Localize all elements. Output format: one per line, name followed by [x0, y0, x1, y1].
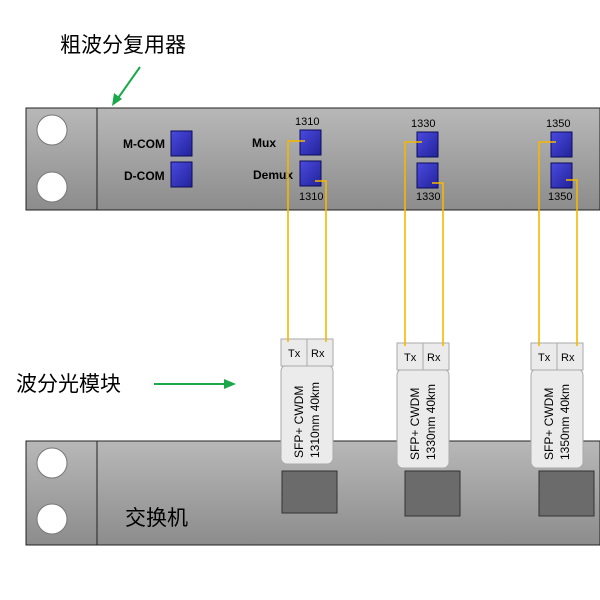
sfp-1330-rx-label: Rx	[427, 352, 441, 364]
sfp-module-1310[interactable]: Tx Rx SFP+ CWDM 1310nm 40km	[280, 338, 338, 514]
sfp-1310-switch-port	[281, 470, 338, 514]
mux-chassis	[25, 107, 600, 211]
sfp-1310-line2: 1310nm 40km	[308, 382, 322, 458]
sfp-1330-switch-port	[404, 470, 461, 517]
sfp-1330-line1: SFP+ CWDM	[408, 388, 422, 460]
mux-device-label: 粗波分复用器	[60, 33, 186, 57]
sfp-1330-line2: 1330nm 40km	[424, 384, 438, 460]
mcom-port[interactable]	[170, 130, 193, 157]
mux-mounting-hole-top	[36, 114, 68, 146]
sfp-1330-tx-label: Tx	[404, 352, 417, 364]
channel-1310-demux-port[interactable]	[299, 160, 322, 187]
channel-1330-bottom-label: 1330	[416, 191, 440, 203]
channel-1330-mux-port[interactable]	[416, 131, 439, 158]
channel-1310-bottom-label: 1310	[299, 191, 323, 203]
channel-1330-demux-port[interactable]	[416, 162, 439, 189]
mux-arrow	[112, 66, 141, 106]
dcom-label: D-COM	[124, 169, 165, 183]
fiber-1350-rx	[566, 179, 578, 346]
channel-1330-top-label: 1330	[411, 118, 435, 130]
sfp-module-1350[interactable]: Tx Rx SFP+ CWDM 1350nm 40km	[530, 342, 595, 517]
fiber-1310-rx	[315, 180, 327, 342]
module-arrow	[154, 379, 236, 389]
sfp-1350-line2: 1350nm 40km	[558, 384, 572, 460]
channel-1350-demux-port[interactable]	[550, 162, 573, 189]
fiber-1350-tx	[538, 141, 556, 346]
fiber-1330-rx	[432, 182, 444, 346]
channel-1350-mux-port[interactable]	[550, 131, 573, 158]
fiber-1330-tx	[404, 141, 422, 346]
mux-label: Mux	[252, 136, 276, 150]
sfp-1310-line1: SFP+ CWDM	[292, 386, 306, 458]
mux-mounting-hole-bottom	[36, 171, 68, 203]
mcom-label: M-COM	[123, 137, 165, 151]
demux-label: Demux	[253, 168, 293, 182]
channel-1310-top-label: 1310	[295, 116, 319, 128]
optical-module-label: 波分光模块	[16, 372, 121, 396]
sfp-module-1330[interactable]: Tx Rx SFP+ CWDM 1330nm 40km	[396, 342, 461, 517]
switch-mounting-hole-bottom	[36, 503, 68, 535]
dcom-port[interactable]	[170, 161, 193, 188]
sfp-1350-tx-label: Tx	[538, 352, 551, 364]
fiber-1310-tx	[287, 140, 305, 342]
sfp-1350-rx-label: Rx	[561, 352, 575, 364]
sfp-1310-tx-label: Tx	[288, 348, 301, 360]
channel-1350-bottom-label: 1350	[548, 191, 572, 203]
sfp-1350-line1: SFP+ CWDM	[542, 388, 556, 460]
switch-label: 交换机	[125, 506, 188, 530]
switch-mounting-hole-top	[36, 447, 68, 479]
channel-1350-top-label: 1350	[546, 118, 570, 130]
sfp-1350-switch-port	[538, 470, 595, 517]
channel-1310-mux-port[interactable]	[299, 129, 322, 156]
sfp-1310-rx-label: Rx	[311, 348, 325, 360]
